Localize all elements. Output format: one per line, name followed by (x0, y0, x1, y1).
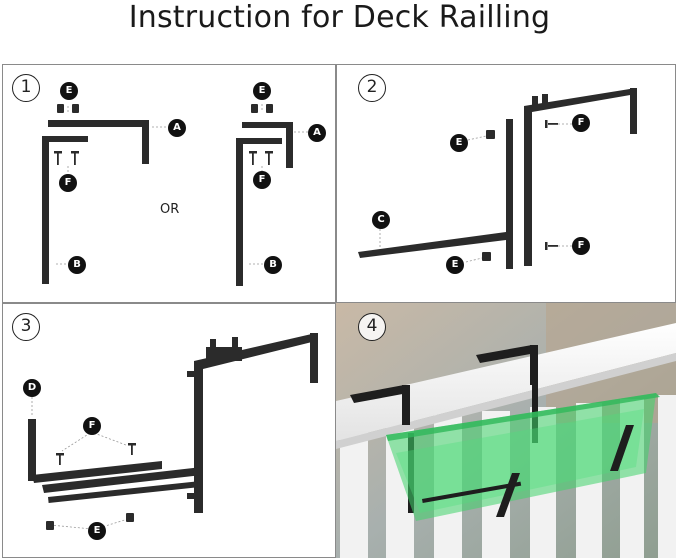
part-label-e: E (60, 82, 78, 100)
step-number-3: 3 (12, 313, 40, 341)
step-number-1: 1 (12, 74, 40, 102)
step-4-panel: 4 (336, 303, 676, 558)
part-label-c: C (372, 211, 390, 229)
step-3-illustration (28, 333, 318, 530)
step-3-panel: 3 D F E (2, 303, 336, 558)
step-2-panel: 2 E C E F F (336, 64, 676, 303)
part-label-e: E (450, 134, 468, 152)
part-label-d: D (23, 379, 41, 397)
part-label-a-alt: A (308, 124, 326, 142)
page-title: Instruction for Deck Railling (128, 0, 551, 35)
part-label-e-alt: E (253, 82, 271, 100)
part-label-a: A (168, 119, 186, 137)
panel-divider-horizontal (2, 302, 676, 304)
part-label-e: E (88, 522, 106, 540)
or-label: OR (160, 202, 180, 217)
part-label-b-alt: B (264, 256, 282, 274)
part-label-f: F (572, 114, 590, 132)
part-label-f-lower: F (572, 237, 590, 255)
step-1-panel: 1 E A F B OR E A F B (2, 64, 336, 303)
part-label-e-lower: E (446, 256, 464, 274)
step-4-photo (336, 303, 676, 558)
step-1-illustration (42, 104, 308, 286)
step-number-4: 4 (358, 313, 386, 341)
part-label-b: B (68, 256, 86, 274)
step-number-2: 2 (358, 74, 386, 102)
step-2-illustration (358, 88, 637, 269)
part-label-f: F (59, 174, 77, 192)
part-label-f: F (83, 417, 101, 435)
panel-divider-vertical (335, 64, 337, 558)
part-label-f-alt: F (253, 171, 271, 189)
